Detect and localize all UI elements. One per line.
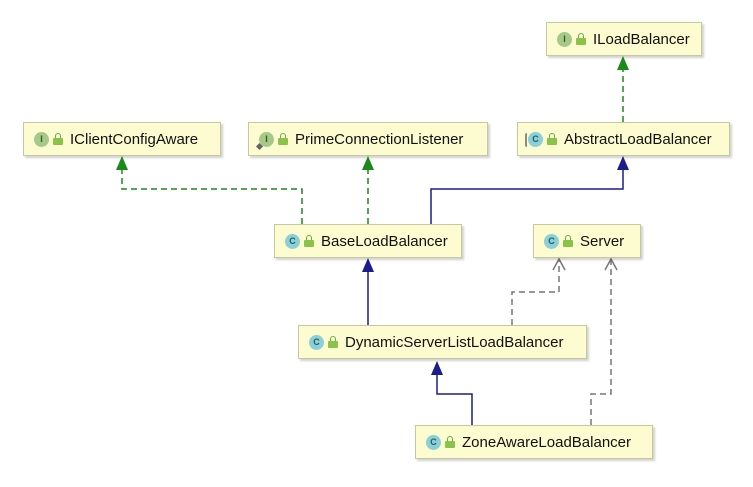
node-baseloadbalancer[interactable]: C BaseLoadBalancer [274, 224, 462, 258]
node-label: AbstractLoadBalancer [564, 130, 712, 148]
node-dynamicserverlistloadbalancer[interactable]: C DynamicServerListLoadBalancer [298, 325, 587, 359]
node-zoneawareloadbalancer[interactable]: C ZoneAwareLoadBalancer [415, 425, 653, 459]
lock-icon [328, 336, 338, 348]
lock-icon [563, 235, 573, 247]
edge-baseloadbalancer-implements-iclientconfigaware [116, 156, 303, 224]
lock-icon [278, 133, 288, 145]
node-label: IClientConfigAware [70, 130, 199, 148]
lock-icon [576, 33, 586, 45]
edge-baseloadbalancer-extends-abstractloadbalancer [430, 156, 629, 224]
node-primeconnectionlistener[interactable]: I PrimeConnectionListener [248, 122, 488, 156]
interface-icon: I [255, 131, 274, 150]
class-icon: C [309, 334, 324, 350]
class-icon: C [544, 233, 559, 249]
edge-dynamicserverlistloadbalancer-uses-server [511, 257, 566, 325]
node-server[interactable]: C Server [533, 224, 641, 258]
class-icon: C [426, 434, 441, 450]
node-label: PrimeConnectionListener [295, 130, 464, 148]
abstract-class-icon: C [525, 131, 543, 147]
node-abstractloadbalancer[interactable]: C AbstractLoadBalancer [517, 122, 730, 156]
node-iloadbalancer[interactable]: I ILoadBalancer [546, 22, 702, 56]
interface-icon: I [34, 131, 49, 147]
lock-icon [547, 133, 557, 145]
lock-icon [445, 436, 455, 448]
lock-icon [304, 235, 314, 247]
edge-baseloadbalancer-implements-primeconnectionlistener [362, 156, 374, 224]
node-label: ZoneAwareLoadBalancer [462, 433, 632, 451]
annotation-mark-icon [255, 142, 264, 150]
node-label: DynamicServerListLoadBalancer [345, 333, 564, 351]
edge-abstractloadbalancer-implements-iloadbalancer [617, 56, 629, 122]
lock-icon [53, 133, 63, 145]
class-icon: C [285, 233, 300, 249]
node-iclientconfigaware[interactable]: I IClientConfigAware [23, 122, 221, 156]
node-label: BaseLoadBalancer [321, 232, 448, 250]
edge-zoneawareloadbalancer-uses-server [590, 257, 618, 425]
node-label: ILoadBalancer [593, 30, 690, 48]
interface-icon: I [557, 31, 572, 47]
node-label: Server [580, 232, 625, 250]
edge-zoneawareloadbalancer-extends-dynamicserverlistloadbalancer [431, 361, 473, 425]
edge-dynamicserverlistloadbalancer-extends-baseloadbalancer [362, 258, 374, 325]
